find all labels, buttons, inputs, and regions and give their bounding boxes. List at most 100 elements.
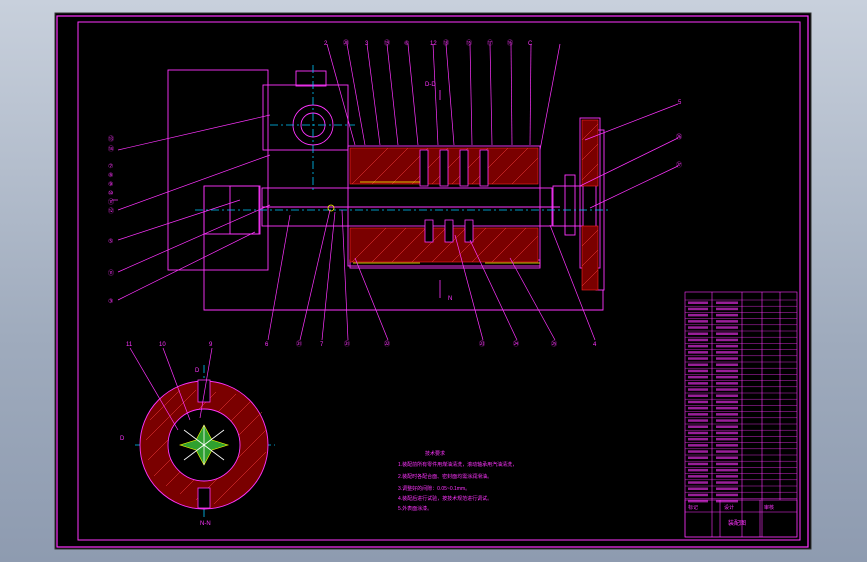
parts-row-text-mark	[688, 351, 708, 354]
parts-row-text-mark	[716, 301, 738, 304]
callout-bottom-0: 6	[265, 342, 269, 348]
callout-top-0: 2	[324, 41, 328, 47]
callout-top-5: 12	[430, 41, 437, 47]
parts-row-text-mark	[716, 425, 738, 428]
title-sign-mid: 设计	[724, 504, 734, 511]
parts-list-rows	[685, 299, 797, 503]
parts-row-text-mark	[716, 499, 738, 503]
parts-row-text-mark	[716, 326, 738, 329]
section-mark-d: D	[195, 368, 200, 374]
drawing-name: 装配图	[728, 519, 746, 527]
parts-row-text-mark	[716, 431, 738, 435]
parts-row-text-mark	[688, 493, 708, 497]
callouts-bottom: 6 ㉑ 7 ㉑ ㉒ ㉓ ㉔ ㉕ 4	[265, 340, 597, 348]
parts-row-text-mark	[716, 388, 738, 391]
parts-row-text-mark	[688, 388, 708, 391]
parts-row-text-mark	[688, 450, 708, 453]
callout-right-0: 5	[678, 100, 682, 106]
parts-row-text-mark	[688, 394, 708, 397]
parts-row-text-mark	[716, 468, 738, 472]
callout-bottom-6: ㉔	[513, 340, 519, 348]
parts-row-text-mark	[716, 351, 738, 354]
title-sign-right: 审核	[764, 504, 774, 511]
callouts-right: 5 ㉖ ㉗	[676, 100, 682, 169]
callout-left-1: ⑭	[108, 145, 114, 153]
callout-top-1: ⑳	[343, 39, 349, 47]
callout-left-10: ③	[108, 298, 113, 305]
parts-row-text-mark	[688, 344, 708, 348]
callout-left-0: ⑬	[108, 135, 114, 143]
parts-row-text-mark	[716, 338, 738, 342]
section-callout-0: 11	[126, 342, 133, 348]
parts-row-text-mark	[716, 406, 738, 410]
parts-row-text-mark	[716, 357, 738, 360]
section-mark-n-top: N	[448, 296, 452, 302]
callout-left-6: ⑪	[108, 198, 114, 206]
key-bottom	[197, 487, 211, 509]
callouts-top: 2 ⑳ 3 ⑲ ⑥ 12 ⑱ ⑮ ⑰ ⑯ C	[324, 39, 533, 47]
parts-row-text-mark	[688, 419, 708, 422]
parts-row-text-mark	[688, 375, 708, 379]
note-line-4: 5.外表面涂漆。	[398, 505, 432, 512]
parts-row-text-mark	[716, 382, 738, 385]
parts-row-text-mark	[688, 301, 708, 304]
parts-row-text-mark	[688, 382, 708, 385]
callout-left-8: ⑤	[108, 238, 113, 245]
inner-border	[77, 21, 801, 541]
parts-row-text-mark	[688, 326, 708, 329]
callout-bottom-1: ㉑	[296, 340, 302, 348]
section-label-dd: D-D	[425, 82, 436, 88]
parts-row-text-mark	[688, 425, 708, 428]
note-line-2: 3.调整好的间隙：0.05~0.1mm。	[398, 485, 470, 492]
hatch-lines	[351, 123, 599, 287]
section-view-nn: 11 10 9 D D N-N	[120, 342, 269, 527]
parts-row-text-mark	[716, 456, 738, 459]
parts-row-text-mark	[688, 462, 708, 466]
parts-row-text-mark	[716, 419, 738, 422]
spline-rays	[183, 425, 225, 465]
parts-row-text-mark	[688, 320, 708, 323]
parts-row-text-mark	[716, 400, 738, 404]
parts-row-text-mark	[688, 313, 708, 317]
parts-row-text-mark	[716, 481, 738, 484]
section-mark-d-left: D	[120, 436, 125, 442]
spline-teeth	[419, 149, 489, 243]
parts-row-text-mark	[688, 444, 708, 447]
callout-top-4: ⑥	[404, 40, 409, 47]
note-line-0: 1.装配前所有零件用煤油清洗，滚动轴承用汽油清洗，	[398, 461, 517, 468]
parts-row-text-mark	[688, 400, 708, 404]
callout-bottom-5: ㉓	[479, 340, 485, 348]
callouts-left: ⑬ ⑭ ⑦ ⑧ ⑨ ⑩ ⑪ ⑫ ⑤ ⑪ ③	[108, 135, 114, 305]
callout-left-3: ⑧	[108, 172, 113, 179]
parts-row-text-mark	[688, 406, 708, 410]
parts-row-text-mark	[688, 481, 708, 484]
section-callout-2: 9	[209, 342, 213, 348]
callout-left-2: ⑦	[108, 163, 113, 170]
title-block	[684, 499, 798, 538]
parts-row-text-mark	[688, 332, 708, 335]
callout-left-9: ⑪	[108, 269, 114, 277]
callout-bottom-7: ㉕	[551, 340, 557, 348]
callout-top-7: ⑮	[466, 39, 472, 47]
callout-bottom-4: ㉒	[384, 340, 390, 348]
callout-top-3: ⑲	[384, 39, 390, 47]
parts-row-text-mark	[716, 320, 738, 323]
key-top	[197, 379, 211, 403]
parts-row-text-mark	[716, 462, 738, 466]
callout-top-6: ⑱	[443, 39, 449, 47]
parts-row-text-mark	[688, 338, 708, 342]
parts-row-text-mark	[688, 357, 708, 360]
parts-row-text-mark	[688, 369, 708, 373]
callout-top-9: ⑯	[507, 39, 513, 47]
section-callout-1: 10	[159, 342, 166, 348]
callout-right-2: ㉗	[676, 161, 682, 169]
parts-row-text-mark	[716, 369, 738, 373]
technical-notes: 技术要求 1.装配前所有零件用煤油清洗，滚动轴承用汽油清洗， 2.装配时各配合面…	[398, 450, 517, 512]
parts-row-text-mark	[716, 475, 738, 478]
parts-row-text-mark	[716, 437, 738, 441]
callout-top-8: ⑰	[487, 39, 493, 47]
callout-bottom-2: 7	[320, 342, 324, 348]
parts-row-text-mark	[688, 487, 708, 490]
callout-left-4: ⑨	[108, 181, 113, 188]
